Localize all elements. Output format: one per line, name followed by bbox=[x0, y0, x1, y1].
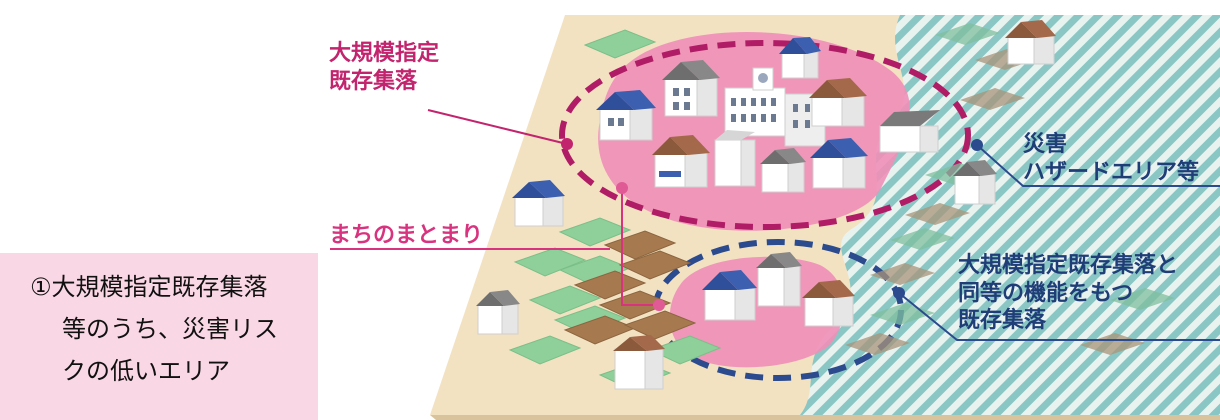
callout-text: ①大規模指定既存集落 等のうち、災害リス クの低いエリア bbox=[30, 266, 318, 392]
house bbox=[476, 290, 520, 335]
callout-line-2: 等のうち、災害リス bbox=[62, 315, 278, 343]
house bbox=[810, 138, 868, 189]
house bbox=[953, 160, 997, 205]
hazard-leader-dot bbox=[971, 139, 983, 151]
connector-lines bbox=[330, 109, 1220, 341]
house bbox=[714, 130, 756, 187]
large-settlement-label: 大規模指定 既存集落 bbox=[329, 41, 440, 94]
house bbox=[879, 110, 940, 153]
large-settlement-boundary bbox=[559, 40, 971, 230]
brown-fields bbox=[563, 230, 697, 345]
house bbox=[613, 335, 665, 390]
town-cluster-bracket bbox=[621, 188, 659, 306]
house bbox=[596, 90, 656, 141]
hazard-leader bbox=[976, 144, 1220, 187]
house bbox=[662, 60, 720, 117]
callout-line-3: クの低いエリア bbox=[62, 357, 230, 385]
equivalent-settlement-label: 大規模指定既存集落と 同等の機能をもつ 既存集落 bbox=[958, 253, 1179, 333]
house bbox=[779, 37, 821, 79]
house bbox=[702, 270, 757, 321]
houses bbox=[476, 20, 1056, 390]
hazard-area-label: 災害 ハザードエリア等 bbox=[1023, 132, 1200, 185]
house bbox=[809, 78, 867, 127]
house bbox=[756, 252, 802, 307]
house bbox=[512, 180, 565, 227]
equivalent-leader bbox=[898, 292, 1220, 341]
equivalent-leader-dot bbox=[893, 287, 905, 299]
house bbox=[760, 148, 806, 193]
town-cluster-dot-top bbox=[616, 182, 628, 194]
town-cluster-dot-bottom bbox=[653, 299, 665, 311]
callout-line-1: ①大規模指定既存集落 bbox=[30, 273, 268, 301]
large-settlement-leader bbox=[427, 109, 568, 145]
large-settlement-leader-dot bbox=[561, 138, 573, 150]
house bbox=[802, 280, 855, 327]
house bbox=[1005, 20, 1056, 65]
ground-side bbox=[430, 415, 1220, 420]
town-cluster-label: まちのまとまり bbox=[329, 223, 484, 248]
callout-box bbox=[0, 253, 318, 420]
house bbox=[652, 135, 710, 188]
